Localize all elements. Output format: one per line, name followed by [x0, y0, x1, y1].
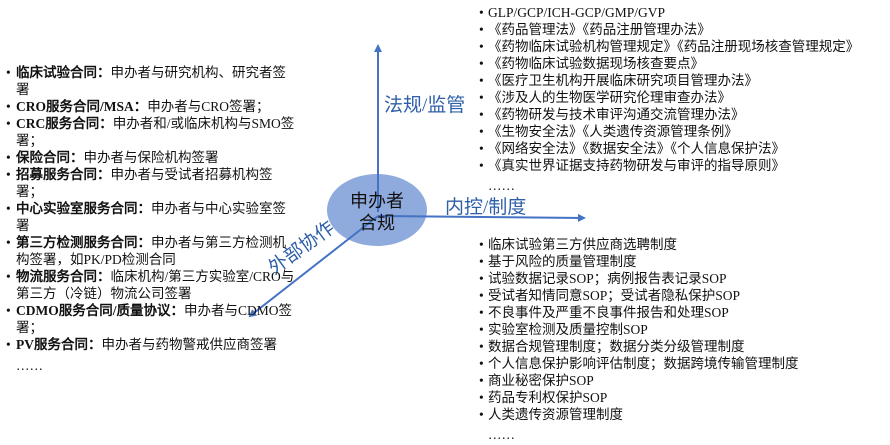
- list-item: 《药物临床试验机构管理规定》《药品注册现场核查管理规定》: [479, 38, 889, 55]
- list-item: 药品专利权保护SOP: [479, 389, 879, 406]
- internal-label: 内控/制度: [445, 197, 527, 218]
- contract-type: PV服务合同：: [16, 337, 102, 352]
- list-item: 实验室检测及质量控制SOP: [479, 321, 879, 338]
- list-item: 商业秘密保护SOP: [479, 372, 879, 389]
- list-item: 基于风险的质量管理制度: [479, 253, 879, 270]
- list-item: 《医疗卫生机构开展临床研究项目管理办法》: [479, 72, 889, 89]
- list-item: 《涉及人的生物医学研究伦理审查办法》: [479, 89, 889, 106]
- contract-type: CRO服务合同/MSA：: [16, 99, 148, 114]
- external-collaboration-list: 临床试验合同：申办者与研究机构、研究者签署CRO服务合同/MSA：申办者与CRO…: [6, 64, 296, 374]
- list-item: 人类遗传资源管理制度: [479, 406, 879, 423]
- contract-parties: 申办者与保险机构签署: [83, 150, 219, 165]
- list-item: CDMO服务合同/质量协议：申办者与CDMO签署；: [6, 302, 296, 336]
- contract-parties: 申办者与研究机构、研究者签署: [16, 65, 286, 97]
- list-item: 《真实世界证据支持药物研发与审评的指导原则》: [479, 157, 889, 174]
- center-label: 申办者 合规: [330, 190, 424, 234]
- contract-type: 保险合同：: [16, 150, 84, 165]
- list-item: 试验数据记录SOP；病例报告表记录SOP: [479, 270, 879, 287]
- contract-type: CRC服务合同：: [16, 116, 113, 131]
- contract-parties: 申办者与CRO签署；: [147, 99, 270, 114]
- contract-parties: 申办者与受试者招募机构签署；: [16, 167, 273, 199]
- list-item: 《药物研发与技术审评沟通交流管理办法》: [479, 106, 889, 123]
- list-item: CRC服务合同：申办者和/或临床机构与SMO签署；: [6, 115, 296, 149]
- more-ellipsis: ……: [488, 427, 515, 442]
- contract-parties: 临床机构/第三方实验室/CRO与第三方（冷链）物流公司签署: [16, 269, 295, 301]
- contract-parties: 申办者与第三方检测机构签署，如PK/PD检测合同: [16, 235, 286, 267]
- contract-parties: 申办者和/或临床机构与SMO签署；: [16, 116, 295, 148]
- list-item: 临床试验第三方供应商选聘制度: [479, 236, 879, 253]
- list-item: 招募服务合同：申办者与受试者招募机构签署；: [6, 166, 296, 200]
- contract-type: CDMO服务合同/质量协议：: [16, 303, 184, 318]
- list-item: PV服务合同：申办者与药物警戒供应商签署: [6, 336, 296, 353]
- contract-type: 招募服务合同：: [16, 167, 111, 182]
- list-item: 第三方检测服务合同：申办者与第三方检测机构签署，如PK/PD检测合同: [6, 234, 296, 268]
- internal-control-list: 临床试验第三方供应商选聘制度基于风险的质量管理制度试验数据记录SOP；病例报告表…: [479, 236, 879, 443]
- regulation-list: GLP/GCP/ICH-GCP/GMP/GVP《药品管理法》《药品注册管理办法》…: [479, 4, 889, 194]
- list-item: 《药品管理法》《药品注册管理办法》: [479, 21, 889, 38]
- center-line2: 合规: [359, 213, 395, 233]
- list-item: 《药物临床试验数据现场核查要点》: [479, 55, 889, 72]
- list-item: 临床试验合同：申办者与研究机构、研究者签署: [6, 64, 296, 98]
- list-item: 物流服务合同：临床机构/第三方实验室/CRO与第三方（冷链）物流公司签署: [6, 268, 296, 302]
- internal-arrow: [377, 213, 586, 222]
- list-item: 保险合同：申办者与保险机构签署: [6, 149, 296, 166]
- contract-type: 物流服务合同：: [16, 269, 111, 284]
- contract-parties: 申办者与CDMO签署；: [16, 303, 293, 335]
- list-item: 数据合规管理制度；数据分类分级管理制度: [479, 338, 879, 355]
- list-item: CRO服务合同/MSA：申办者与CRO签署；: [6, 98, 296, 115]
- list-item: 《生物安全法》《人类遗传资源管理条例》: [479, 123, 889, 140]
- list-item: 个人信息保护影响评估制度；数据跨境传输管理制度: [479, 355, 879, 372]
- regulation-label: 法规/监管: [384, 95, 466, 116]
- more-ellipsis: ……: [488, 178, 515, 193]
- contract-type: 第三方检测服务合同：: [16, 235, 151, 250]
- contract-type: 中心实验室服务合同：: [16, 201, 151, 216]
- list-item: 《网络安全法》《数据安全法》《个人信息保护法》: [479, 140, 889, 157]
- contract-type: 临床试验合同：: [16, 65, 111, 80]
- contract-parties: 申办者与中心实验室签署: [16, 201, 286, 233]
- list-item: 中心实验室服务合同：申办者与中心实验室签署: [6, 200, 296, 234]
- more-ellipsis: ……: [16, 358, 43, 373]
- center-line1: 申办者: [350, 191, 404, 211]
- contract-parties: 申办者与药物警戒供应商签署: [101, 337, 278, 352]
- list-item: 受试者知情同意SOP；受试者隐私保护SOP: [479, 287, 879, 304]
- list-item: 不良事件及严重不良事件报告和处理SOP: [479, 304, 879, 321]
- list-item: GLP/GCP/ICH-GCP/GMP/GVP: [479, 4, 889, 21]
